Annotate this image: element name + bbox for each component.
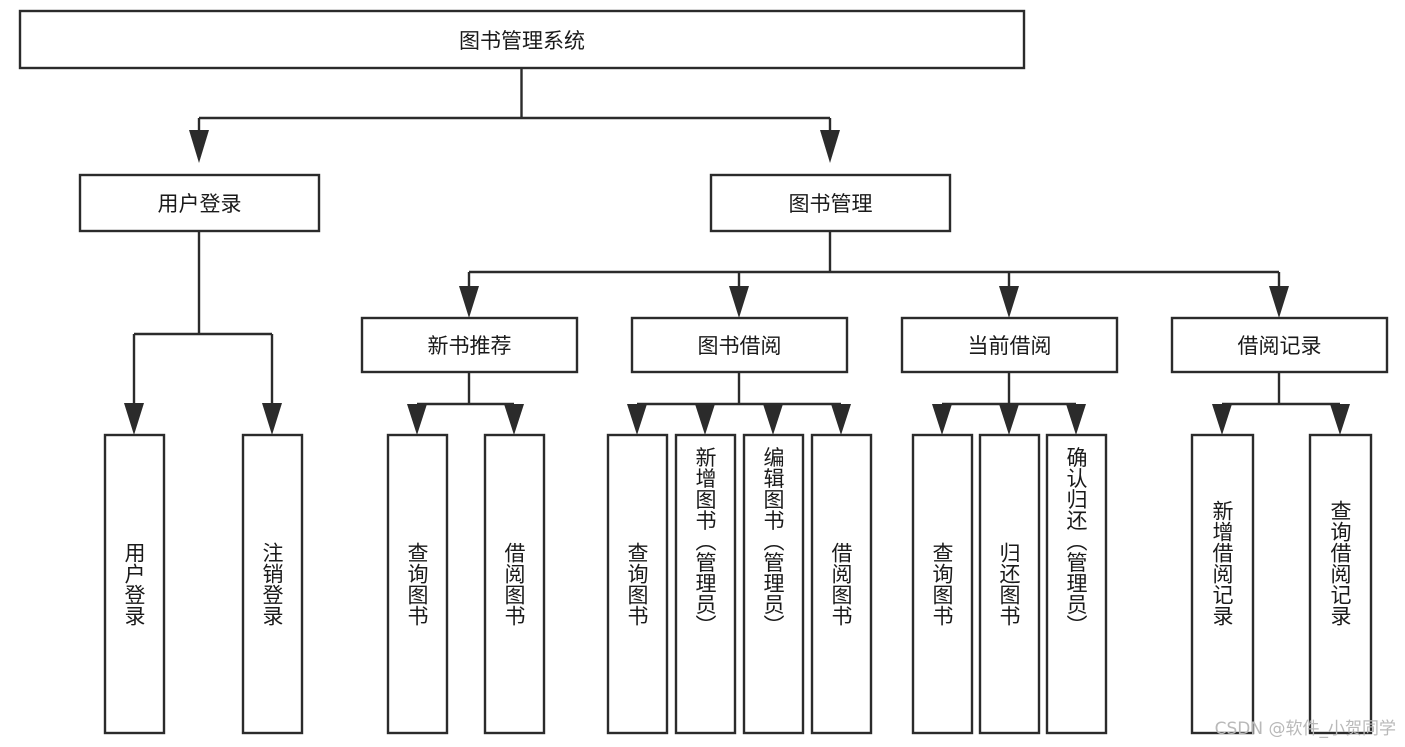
node-leaf-borrow-book-1-box[interactable] bbox=[483, 433, 546, 735]
node-leaf-add-book[interactable]: 新增图书（管理员） bbox=[674, 433, 737, 735]
arrow-icon-to-leaf-return-book bbox=[999, 404, 1019, 435]
node-leaf-edit-book[interactable]: 编辑图书（管理员） bbox=[742, 433, 805, 735]
node-leaf-query-book-1-box[interactable] bbox=[386, 433, 449, 735]
node-leaf-return-book[interactable]: 归还图书 bbox=[978, 433, 1041, 735]
node-leaf-add-record-box[interactable] bbox=[1190, 433, 1255, 735]
node-borrow-record-label: 借阅记录 bbox=[1238, 334, 1322, 358]
node-borrow-record[interactable]: 借阅记录 bbox=[1170, 316, 1389, 374]
node-leaf-edit-book-box[interactable] bbox=[742, 433, 805, 735]
node-book-borrow-label: 图书借阅 bbox=[698, 334, 782, 358]
connector-group-root-to-level1 bbox=[189, 68, 840, 163]
node-leaf-add-record[interactable]: 新增借阅记录 bbox=[1190, 433, 1255, 735]
node-leaf-borrow-book-2-label: 借阅图书 bbox=[829, 542, 853, 626]
node-leaf-borrow-book-1-label: 借阅图书 bbox=[502, 542, 526, 626]
node-new-book-recommend-box[interactable] bbox=[360, 316, 579, 374]
node-leaf-confirm-return-box[interactable] bbox=[1045, 433, 1108, 735]
arrow-icon-to-leaf-query-record bbox=[1330, 404, 1350, 435]
node-user-login-label: 用户登录 bbox=[158, 192, 242, 216]
node-user-login-box[interactable] bbox=[78, 173, 321, 233]
connector-group-current-borrow-to-leaves bbox=[932, 372, 1086, 435]
node-leaf-user-logout-label: 注销登录 bbox=[260, 542, 284, 626]
node-leaf-query-record-label: 查询借阅记录 bbox=[1328, 500, 1352, 626]
arrow-icon-to-current-borrow bbox=[999, 286, 1019, 318]
node-root-label: 图书管理系统 bbox=[459, 29, 585, 53]
node-root[interactable]: 图书管理系统 bbox=[18, 9, 1026, 70]
node-leaf-query-book-3-box[interactable] bbox=[911, 433, 974, 735]
node-leaf-query-book-1[interactable]: 查询图书 bbox=[386, 433, 449, 735]
node-root-box[interactable] bbox=[18, 9, 1026, 70]
node-leaf-query-book-2-box[interactable] bbox=[606, 433, 669, 735]
arrow-icon-to-leaf-borrow-book-1 bbox=[504, 404, 524, 435]
node-leaf-query-book-1-label: 查询图书 bbox=[405, 542, 429, 626]
node-leaf-query-record-box[interactable] bbox=[1308, 433, 1373, 735]
node-leaf-add-record-label: 新增借阅记录 bbox=[1210, 500, 1234, 626]
node-leaf-return-book-label: 归还图书 bbox=[997, 542, 1021, 626]
connector-group-new-book-recommend-to-leaves bbox=[407, 372, 524, 435]
node-leaf-return-book-box[interactable] bbox=[978, 433, 1041, 735]
arrow-icon-to-book-borrow bbox=[729, 286, 749, 318]
node-new-book-recommend-label: 新书推荐 bbox=[428, 334, 512, 358]
node-leaf-user-logout-box[interactable] bbox=[241, 433, 304, 735]
node-leaf-add-book-label: 新增图书（管理员） bbox=[693, 447, 717, 636]
node-leaf-query-book-3-label: 查询图书 bbox=[930, 542, 954, 626]
arrow-icon-to-leaf-edit-book bbox=[763, 404, 783, 435]
arrow-icon-to-new-book-recommend bbox=[459, 286, 479, 318]
node-leaf-user-login-box[interactable] bbox=[103, 433, 166, 735]
node-leaf-confirm-return-label: 确认归还（管理员） bbox=[1064, 447, 1088, 636]
node-current-borrow-box[interactable] bbox=[900, 316, 1119, 374]
node-leaf-borrow-book-2[interactable]: 借阅图书 bbox=[810, 433, 873, 735]
arrow-icon-to-leaf-user-logout bbox=[262, 403, 282, 435]
node-book-management-label: 图书管理 bbox=[789, 192, 873, 216]
arrow-icon-to-leaf-add-book bbox=[695, 404, 715, 435]
node-leaf-borrow-book-2-box[interactable] bbox=[810, 433, 873, 735]
connector-group-user-login-to-leaves bbox=[124, 231, 282, 435]
node-leaf-user-login[interactable]: 用户登录 bbox=[103, 433, 166, 735]
node-leaf-query-book-3[interactable]: 查询图书 bbox=[911, 433, 974, 735]
arrow-icon-to-leaf-borrow-book-2 bbox=[831, 404, 851, 435]
node-borrow-record-box[interactable] bbox=[1170, 316, 1389, 374]
node-book-borrow[interactable]: 图书借阅 bbox=[630, 316, 849, 374]
arrow-icon-to-leaf-query-book-1 bbox=[407, 404, 427, 435]
node-current-borrow[interactable]: 当前借阅 bbox=[900, 316, 1119, 374]
node-leaf-edit-book-label: 编辑图书（管理员） bbox=[761, 447, 785, 636]
arrow-icon-to-leaf-add-record bbox=[1212, 404, 1232, 435]
node-leaf-query-record[interactable]: 查询借阅记录 bbox=[1308, 433, 1373, 735]
arrow-icon-to-leaf-query-book-3 bbox=[932, 404, 952, 435]
node-leaf-user-login-label: 用户登录 bbox=[122, 542, 146, 626]
connector-group-book-borrow-to-leaves bbox=[627, 372, 851, 435]
connector-group-borrow-record-to-leaves bbox=[1212, 372, 1350, 435]
node-book-management[interactable]: 图书管理 bbox=[709, 173, 952, 233]
node-new-book-recommend[interactable]: 新书推荐 bbox=[360, 316, 579, 374]
csdn-watermark: CSDN @软件_小贺同学 bbox=[1215, 719, 1396, 739]
node-leaf-confirm-return[interactable]: 确认归还（管理员） bbox=[1045, 433, 1108, 735]
connector-group-book-management-to-level2 bbox=[459, 231, 1289, 318]
arrow-icon-to-user-login bbox=[189, 130, 209, 163]
node-leaf-query-book-2-label: 查询图书 bbox=[625, 542, 649, 626]
arrow-icon-to-leaf-confirm-return bbox=[1066, 404, 1086, 435]
node-leaf-add-book-box[interactable] bbox=[674, 433, 737, 735]
arrow-icon-to-leaf-user-login bbox=[124, 403, 144, 435]
node-leaf-query-book-2[interactable]: 查询图书 bbox=[606, 433, 669, 735]
node-current-borrow-label: 当前借阅 bbox=[968, 334, 1052, 358]
node-leaf-borrow-book-1[interactable]: 借阅图书 bbox=[483, 433, 546, 735]
node-book-borrow-box[interactable] bbox=[630, 316, 849, 374]
node-user-login[interactable]: 用户登录 bbox=[78, 173, 321, 233]
node-book-management-box[interactable] bbox=[709, 173, 952, 233]
arrow-icon-to-book-management bbox=[820, 130, 840, 163]
arrow-icon-to-leaf-query-book-2 bbox=[627, 404, 647, 435]
arrow-icon-to-borrow-record bbox=[1269, 286, 1289, 318]
node-leaf-user-logout[interactable]: 注销登录 bbox=[241, 433, 304, 735]
